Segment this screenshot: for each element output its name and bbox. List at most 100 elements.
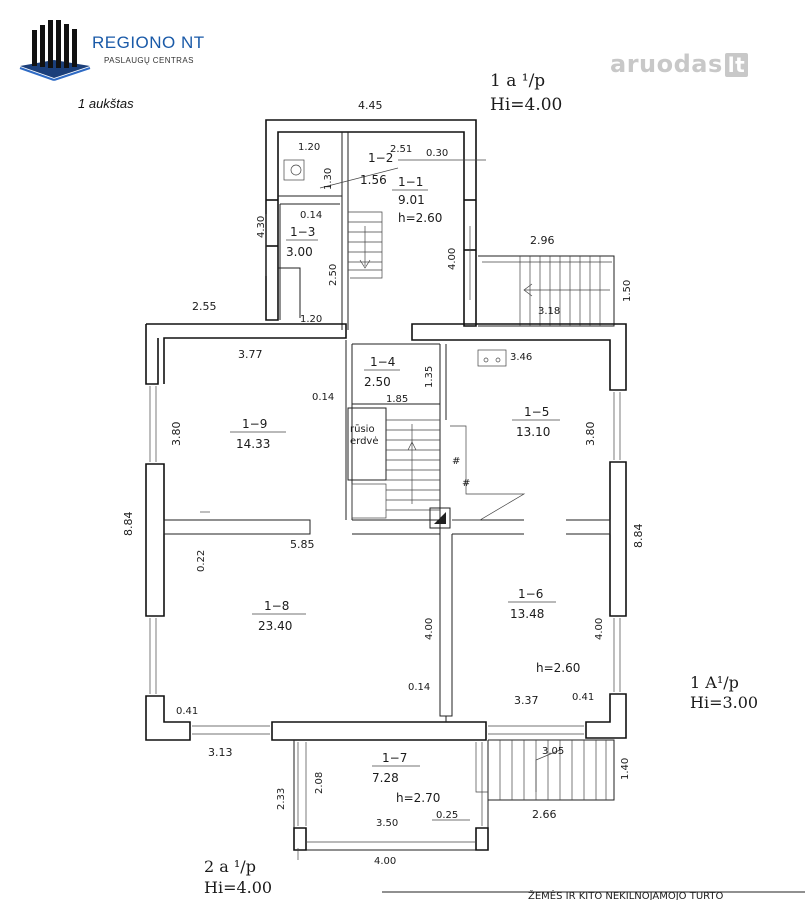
dim-label: 4.00 — [594, 618, 605, 640]
room-1-4: 1−4 2.50 — [364, 355, 400, 389]
room-id: 1−5 — [524, 405, 549, 419]
dim-label: 3.80 — [170, 422, 183, 447]
block-top-line2: Hi=4.00 — [490, 95, 562, 115]
dim-label: 0.22 — [196, 550, 207, 572]
room-height: h=2.60 — [536, 661, 580, 675]
room-1-7: 1−7 7.28 h=2.70 — [372, 751, 440, 805]
dim-label: 3.46 — [510, 352, 532, 363]
watermark-text: aruodas — [610, 50, 723, 78]
room-id: 1−8 — [264, 599, 289, 613]
block-label-bottom: 2 a ¹/p Hi=4.00 — [204, 857, 272, 897]
dim-label: 3.18 — [538, 306, 560, 317]
room-area: 1.56 — [360, 173, 387, 187]
dim-label: 3.80 — [584, 422, 597, 447]
dim-label: 0.41 — [176, 706, 198, 717]
dim-label: 0.25 — [436, 810, 458, 821]
dim-label: 3.37 — [514, 694, 539, 707]
dim-label: 1.20 — [300, 314, 322, 325]
dim-label: 0.30 — [426, 148, 448, 159]
room-area: 7.28 — [372, 771, 399, 785]
dim-label: 4.45 — [358, 99, 383, 112]
dim-label: 1.20 — [298, 142, 320, 153]
room-1-3: 1−3 3.00 — [286, 225, 318, 259]
dim-label: 2.55 — [192, 300, 217, 313]
dim-label: 4.30 — [256, 216, 267, 238]
brand-subtitle: PASLAUGŲ CENTRAS — [104, 56, 194, 65]
dim-label: 8.84 — [122, 512, 135, 537]
room-area: 13.48 — [510, 607, 544, 621]
room-area: 14.33 — [236, 437, 270, 451]
room-id: 1−6 — [518, 587, 543, 601]
dim-label: 1.30 — [323, 168, 334, 190]
upper-right-stair — [478, 255, 615, 327]
dim-label: 4.00 — [424, 618, 435, 640]
block-right-line2: Hi=3.00 — [690, 693, 758, 712]
room-area: 3.00 — [286, 245, 313, 259]
room-1-9: 1−9 14.33 — [230, 417, 286, 451]
room-1-8: 1−8 23.40 — [252, 599, 306, 633]
block-right-line1: 1 A¹/p — [690, 673, 739, 692]
dim-label: 0.14 — [312, 392, 334, 403]
room-id: 1−3 — [290, 225, 315, 239]
dim-label: 3.13 — [208, 746, 233, 759]
dim-label: 1.50 — [622, 280, 633, 302]
dim-label: 1.85 — [386, 394, 408, 405]
dim-label: 3.50 — [376, 818, 398, 829]
dim-label: 4.00 — [374, 856, 396, 867]
logo-building-mark — [19, 20, 91, 81]
room-area: 2.50 — [364, 375, 391, 389]
dimension-labels: 4.45 1.20 2.51 0.30 1.30 4.30 0.14 2.50 … — [122, 99, 645, 867]
room-1-6: 1−6 13.48 h=2.60 — [508, 587, 580, 675]
block-label-right: 1 A¹/p Hi=3.00 — [690, 673, 758, 712]
dim-label: 0.14 — [300, 210, 322, 221]
dim-label: 2.33 — [276, 788, 287, 810]
brand-name: REGIONO NT — [92, 33, 205, 52]
storage-label-line2: erdvė — [350, 436, 379, 447]
room-area: 9.01 — [398, 193, 425, 207]
room-id: 1−4 — [370, 355, 395, 369]
dim-label: 3.05 — [542, 746, 564, 757]
storage-label-line1: rūsio — [350, 424, 375, 435]
room-height: h=2.70 — [396, 791, 440, 805]
footer-strip-text: ŽEMĖS IR KITO NEKILNOJAMOJO TURTO — [528, 889, 723, 900]
room-1-5: 1−5 13.10 — [512, 405, 560, 439]
dim-label: 4.00 — [447, 248, 458, 270]
room-1-2: 1−2 1.56 — [360, 151, 393, 187]
dim-label: 0.41 — [572, 692, 594, 703]
room-1-1: 1−1 9.01 h=2.60 — [392, 175, 442, 225]
lower-right-stair — [488, 739, 615, 801]
dim-label: 2.66 — [532, 808, 557, 821]
dim-label: 5.85 — [290, 538, 315, 551]
dim-label: 2.51 — [390, 144, 412, 155]
footer-strip: ŽEMĖS IR KITO NEKILNOJAMOJO TURTO — [382, 889, 805, 900]
block-top-line1: 1 a ¹/p — [490, 71, 545, 91]
stair-hash-mark-2: # — [462, 478, 470, 489]
dim-label: 2.96 — [530, 234, 555, 247]
room-area: 23.40 — [258, 619, 292, 633]
regiono-nt-logo — [19, 20, 91, 81]
room-id: 1−9 — [242, 417, 267, 431]
block-label-top: 1 a ¹/p Hi=4.00 — [490, 71, 562, 115]
room-id: 1−1 — [398, 175, 423, 189]
dim-label: 2.50 — [328, 264, 339, 286]
room-area: 13.10 — [516, 425, 550, 439]
room-id: 1−7 — [382, 751, 407, 765]
room-id: 1−2 — [368, 151, 393, 165]
upper-annex-walls — [265, 119, 486, 330]
dim-label: 3.77 — [238, 348, 263, 361]
watermark-suffix: lt — [724, 53, 749, 77]
dim-label: 2.08 — [314, 772, 325, 794]
dim-label: 1.40 — [620, 758, 631, 780]
stair-hash-mark: # — [452, 456, 460, 467]
dim-label: 8.84 — [632, 524, 645, 549]
main-building-walls: # # — [145, 323, 627, 741]
room-height: h=2.60 — [398, 211, 442, 225]
storage-label: rūsio erdvė — [350, 424, 379, 447]
block-bottom-line2: Hi=4.00 — [204, 878, 272, 897]
porch-walls — [293, 740, 489, 851]
block-bottom-line1: 2 a ¹/p — [204, 857, 256, 876]
dim-label: 0.14 — [408, 682, 430, 693]
floor-label: 1 aukštas — [78, 96, 134, 111]
